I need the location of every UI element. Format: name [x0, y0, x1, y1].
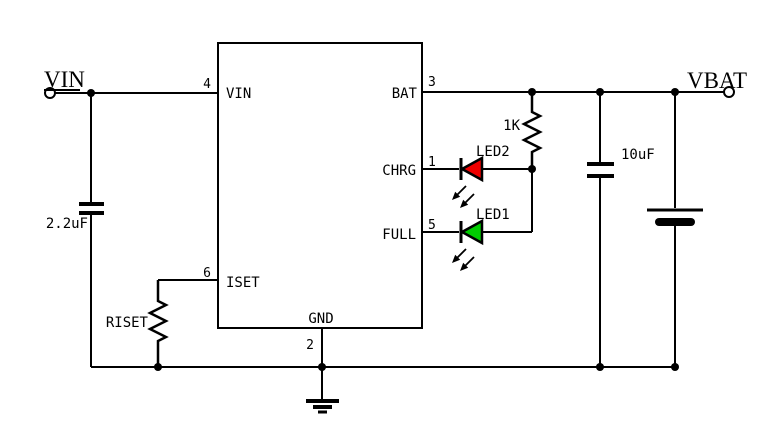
vbat-net-label: VBAT [687, 68, 747, 93]
led1-arrow1-head [452, 254, 461, 263]
junction-vin [87, 89, 95, 97]
junction-battery-gnd [671, 363, 679, 371]
ic-pin-label-bat: BAT [392, 86, 418, 102]
junction-cap-gnd [596, 363, 604, 371]
led-resistor-label: 1K [503, 118, 520, 134]
led-resistor [521, 92, 543, 169]
led1-label: LED1 [476, 207, 510, 223]
junction-bat-battery [671, 88, 679, 96]
junction-bat-resistor [528, 88, 536, 96]
input-cap-label: 2.2uF [46, 216, 88, 232]
ic-pin-label-iset: ISET [226, 275, 260, 291]
ic-pin-label-vin: VIN [226, 86, 251, 102]
iset-resistor-label: RISET [106, 315, 149, 331]
led2-diode-icon [459, 155, 484, 183]
junction-riset-gnd [154, 363, 162, 371]
ic-pin-label-gnd: GND [308, 311, 333, 327]
led1-diode-icon [459, 218, 484, 246]
ic-body [217, 42, 423, 329]
led2-label: LED2 [476, 144, 510, 160]
junction-led [528, 165, 536, 173]
ic-pin-num-gnd: 2 [306, 338, 314, 353]
led2-arrow2-head [460, 199, 469, 208]
vbat-terminal [723, 86, 735, 98]
led1-arrow2-head [460, 262, 469, 271]
iset-resistor [147, 280, 169, 367]
ic-pin-label-chrg: CHRG [382, 163, 416, 179]
output-cap-label: 10uF [621, 147, 655, 163]
vin-net-label: VIN [44, 67, 85, 92]
ic-pin-num-vin: 4 [203, 77, 211, 92]
ic-pin-num-iset: 6 [203, 266, 211, 281]
junction-bat-cap [596, 88, 604, 96]
ic-pin-num-chrg: 1 [428, 155, 436, 170]
junction-gnd [318, 363, 326, 371]
led2-arrow1-head [452, 191, 461, 200]
ic-pin-num-full: 5 [428, 218, 436, 233]
ic-pin-label-full: FULL [382, 227, 416, 243]
ic-pin-num-bat: 3 [428, 75, 436, 90]
